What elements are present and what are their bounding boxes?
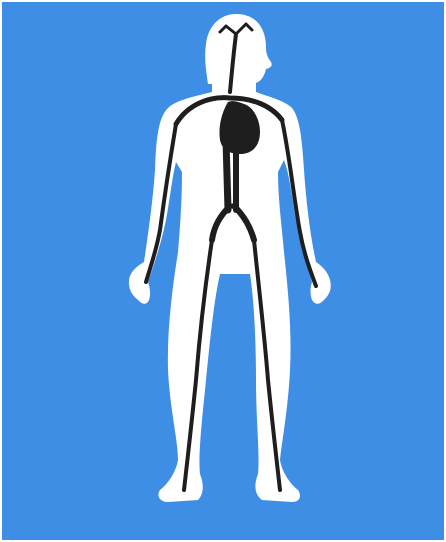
illustration-frame [0,0,446,542]
body-illustration [0,0,446,542]
